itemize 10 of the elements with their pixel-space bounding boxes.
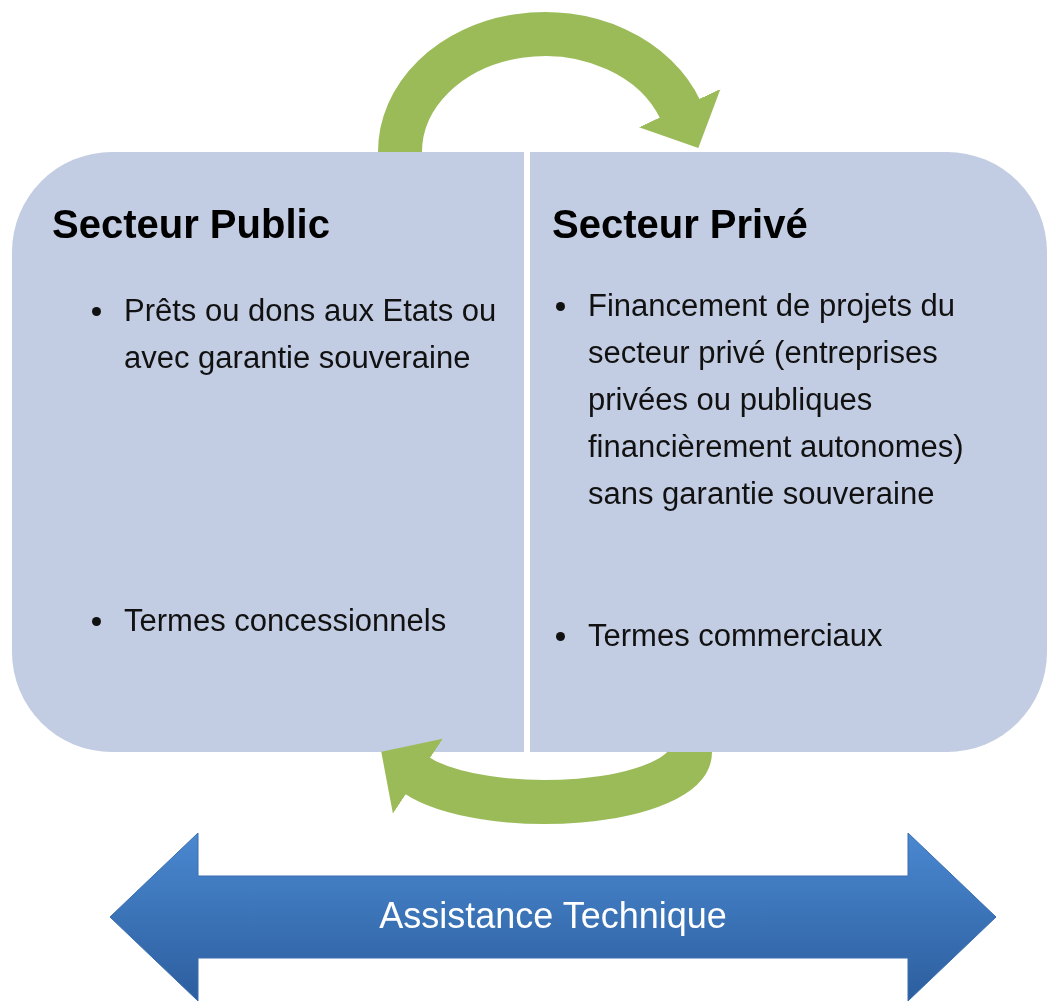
panel-heading: Secteur Privé [552,202,808,247]
sector-panel [530,152,1047,752]
arrow-label: Assistance Technique [379,895,727,937]
bullet-item: Termes commerciaux [552,612,1022,659]
curved-arrow [379,736,712,824]
sector-panel [12,152,524,752]
bullet-item: Financement de projets du secteur privé (entreprises privées ou publiques financièrement autonomes) sans garantie souveraine [552,282,1022,517]
bullet-item: Prêts ou dons aux Etats ou avec garantie souveraine [88,287,518,381]
panel-heading: Secteur Public [52,202,330,247]
bullet-item: Termes concessionnels [88,597,518,644]
